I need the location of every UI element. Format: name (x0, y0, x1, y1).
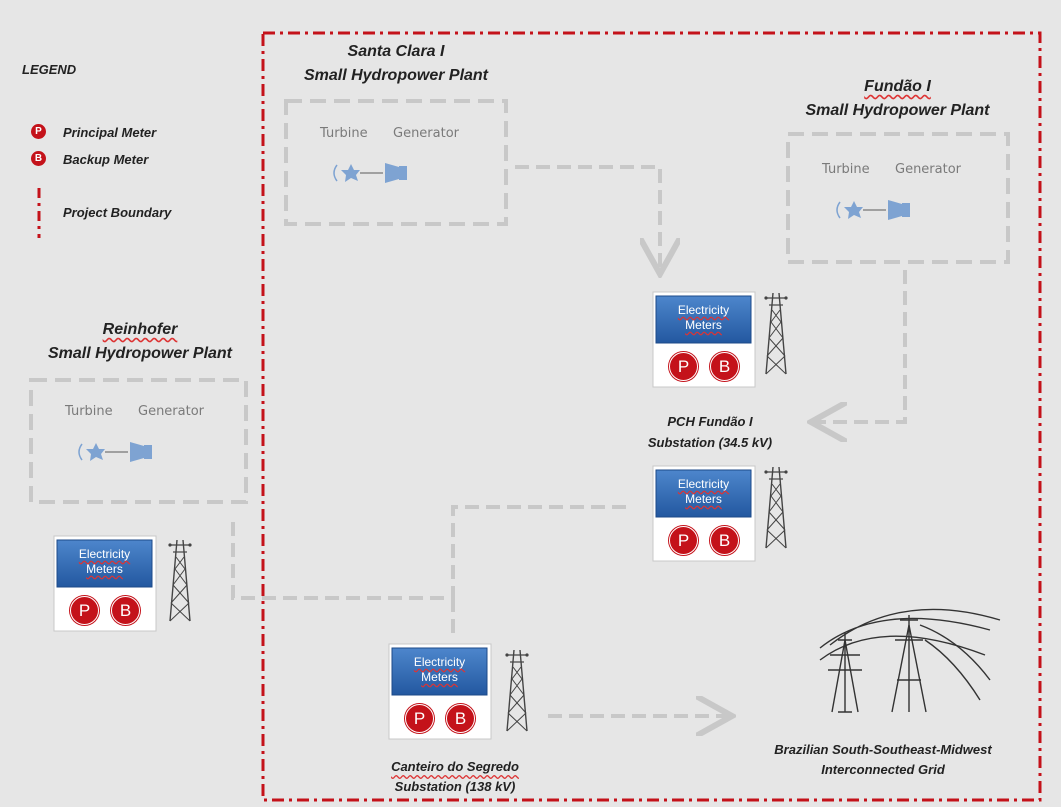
reinhofer-generator-label: Generator (138, 404, 205, 419)
project-boundary (261, 31, 1042, 802)
canteiro-substation-label: Canteiro do Segredo Substation (138 kV) (391, 759, 519, 794)
connector-lines (231, 165, 907, 716)
transmission-tower-icon (763, 292, 789, 375)
fundao-plant-title: Fundão I Small Hydropower Plant (805, 78, 990, 119)
transmission-tower-icon (504, 649, 530, 732)
santa-clara-turbine-generator-icon (333, 162, 408, 184)
santa-clara-turbine-label: Turbine (320, 126, 368, 141)
fundao-turbine-generator-icon (836, 199, 911, 221)
meter-panel-fundao (652, 291, 756, 388)
principal-meter-badge: P (669, 352, 698, 381)
backup-meter-badge: B (446, 704, 475, 733)
pch-fundao-substation-label: PCH Fundão I Substation (34.5 kV) (647, 414, 773, 450)
legend-principal-meter: Principal Meter (63, 125, 157, 140)
fundao-generator-label: Generator (895, 162, 962, 177)
interconnected-grid-icon (819, 608, 1001, 713)
transmission-tower-icon (167, 539, 193, 622)
transmission-tower-icon (763, 466, 789, 549)
reinhofer-plant-box (29, 378, 248, 504)
backup-meter-legend-icon: B (31, 151, 46, 166)
legend-title: LEGEND (22, 62, 77, 77)
santa-clara-plant-box (284, 99, 508, 226)
fundao-plant-box (786, 132, 1010, 264)
principal-meter-legend-icon: P (31, 124, 46, 139)
interconnected-grid-label: Brazilian South-Southeast-Midwest Interc… (774, 742, 992, 777)
reinhofer-turbine-label: Turbine (65, 404, 113, 419)
backup-meter-badge: B (710, 526, 739, 555)
fundao-turbine-label: Turbine (822, 162, 870, 177)
legend-project-boundary: Project Boundary (63, 205, 172, 220)
backup-meter-badge: B (111, 596, 140, 625)
backup-meter-badge: B (710, 352, 739, 381)
santa-clara-generator-label: Generator (393, 126, 460, 141)
legend-backup-meter: Backup Meter (63, 152, 149, 167)
santa-clara-plant-title: Santa Clara I Small Hydropower Plant (303, 43, 489, 84)
reinhofer-turbine-generator-icon (78, 441, 153, 463)
principal-meter-badge: P (70, 596, 99, 625)
reinhofer-plant-title: Reinhofer Small Hydropower Plant (47, 321, 233, 362)
principal-meter-badge: P (669, 526, 698, 555)
principal-meter-badge: P (405, 704, 434, 733)
